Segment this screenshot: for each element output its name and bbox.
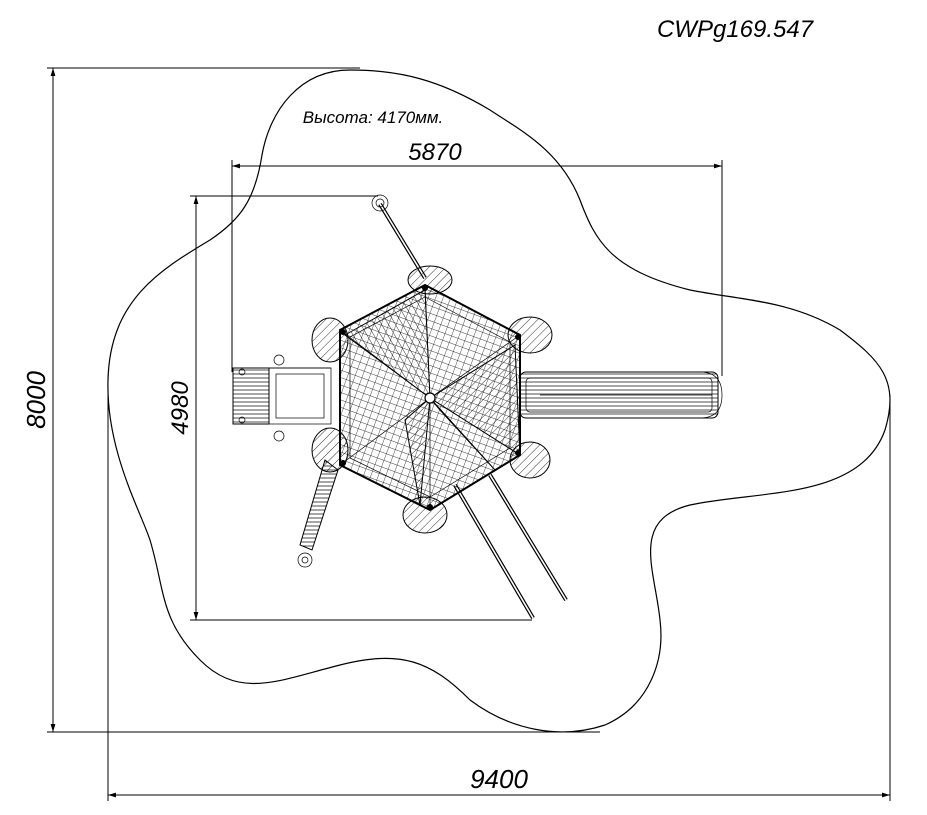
drawing-code: CWPg169.547 xyxy=(657,16,815,43)
safety-zone-outline xyxy=(107,69,891,733)
top-pole xyxy=(371,194,427,280)
dim-equipment-width-label: 5870 xyxy=(408,139,462,166)
dim-equipment-height-label: 4980 xyxy=(167,381,194,435)
climbing-arm xyxy=(297,459,339,568)
slide xyxy=(519,371,723,419)
equipment-plan xyxy=(232,194,723,620)
ladder xyxy=(232,354,332,442)
lower-poles xyxy=(453,473,568,620)
dim-total-width-label: 9400 xyxy=(470,764,528,794)
hexagonal-roof xyxy=(339,283,521,512)
dim-total-height-label: 8000 xyxy=(21,371,51,429)
height-note: Высота: 4170мм. xyxy=(303,108,444,127)
